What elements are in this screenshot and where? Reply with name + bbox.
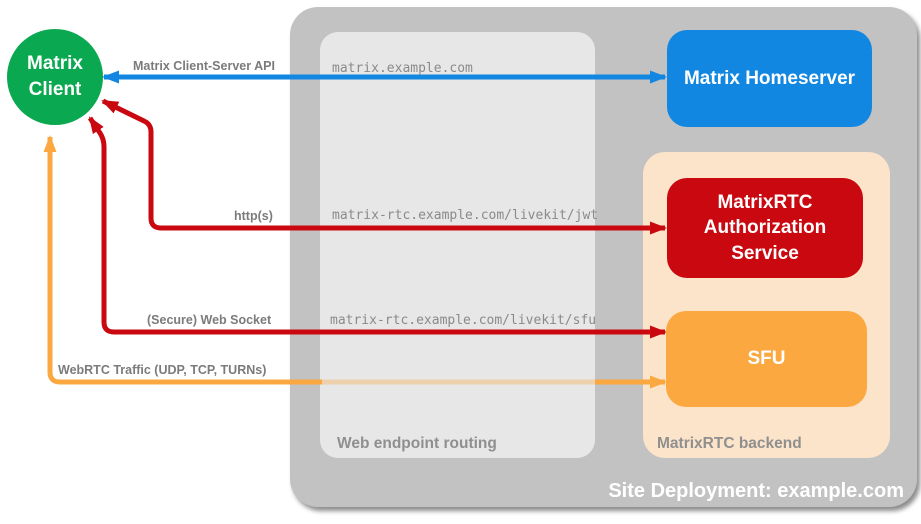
sfu-endpoint-url: matrix-rtc.example.com/livekit/sfu xyxy=(330,313,597,328)
webrtc-traffic-arrow-label: WebRTC Traffic (UDP, TCP, TURNs) xyxy=(58,363,267,377)
web-endpoint-routing-caption: Web endpoint routing xyxy=(337,435,497,452)
jwt-endpoint-url: matrix-rtc.example.com/livekit/jwt xyxy=(332,208,599,223)
websocket-arrow-label: (Secure) Web Socket xyxy=(147,313,272,327)
client-server-api-arrow-label: Matrix Client-Server API xyxy=(133,59,275,73)
homeserver-endpoint-url: matrix.example.com xyxy=(332,61,473,76)
connector-websocket-sfu xyxy=(87,116,667,339)
sfu-label: SFU xyxy=(747,348,786,370)
https-arrow-label: http(s) xyxy=(234,209,273,223)
authorization-service-label: MatrixRTC Authorization Service xyxy=(703,191,827,264)
matrixrtc-backend-caption: MatrixRTC backend xyxy=(657,435,802,452)
node-sfu: SFU xyxy=(666,311,867,407)
matrix-homeserver-label: Matrix Homeserver xyxy=(683,67,856,89)
matrix-client-label: Matrix Client xyxy=(27,53,83,100)
site-deployment-caption: Site Deployment: example.com xyxy=(608,480,904,502)
node-matrix-homeserver: Matrix Homeserver xyxy=(667,30,872,127)
node-matrix-client: Matrix Client xyxy=(7,29,103,125)
connector-webrtc-left xyxy=(43,135,322,385)
node-matrixrtc-authorization-service: MatrixRTC Authorization Service xyxy=(667,178,863,278)
